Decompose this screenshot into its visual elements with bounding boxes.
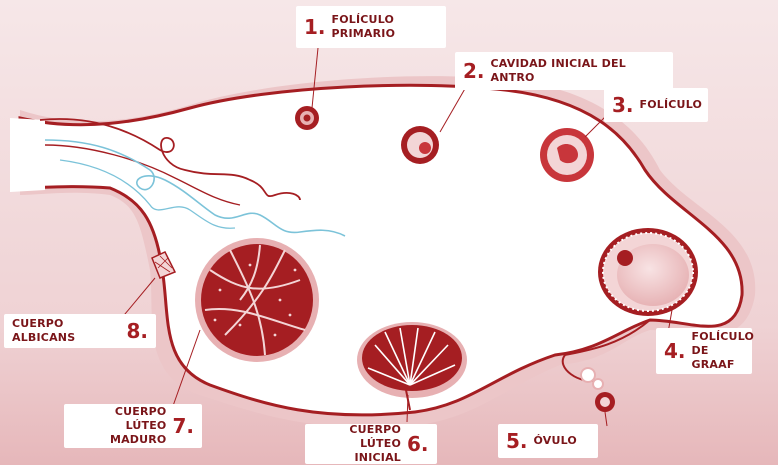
label-mature-corpus-luteum: 7. CUERPO LÚTEO MADURO	[64, 404, 202, 448]
label-text: FOLÍCULO	[640, 98, 703, 112]
label-text: FOLÍCULO PRIMARIO	[332, 13, 438, 41]
label-number: 3.	[612, 93, 634, 117]
graafian-follicle	[598, 228, 698, 316]
label-number: 8.	[126, 319, 148, 343]
label-text: CUERPO LÚTEO MADURO	[72, 405, 166, 447]
label-follicle: 3. FOLÍCULO	[604, 88, 708, 122]
label-text: FOLÍCULO DE GRAAF	[692, 330, 755, 372]
primary-follicle	[295, 106, 319, 130]
label-text: ÓVULO	[534, 434, 577, 448]
early-antrum-follicle	[401, 126, 439, 164]
label-number: 7.	[172, 414, 194, 438]
label-text: CUERPO ALBICANS	[12, 317, 120, 345]
label-number: 2.	[463, 59, 485, 83]
label-primary-follicle: 1. FOLÍCULO PRIMARIO	[296, 6, 446, 48]
label-ovum: 5. ÓVULO	[498, 424, 598, 458]
mature-corpus-luteum	[195, 238, 319, 362]
label-number: 6.	[407, 432, 429, 456]
label-corpus-albicans: 8. CUERPO ALBICANS	[4, 314, 156, 348]
label-early-antrum: 2. CAVIDAD INICIAL DEL ANTRO	[455, 52, 673, 90]
label-text: CUERPO LÚTEO INICIAL	[313, 423, 401, 465]
label-early-corpus-luteum: 6. CUERPO LÚTEO INICIAL	[305, 424, 437, 464]
label-number: 4.	[664, 339, 686, 363]
label-text: CAVIDAD INICIAL DEL ANTRO	[491, 57, 665, 85]
label-number: 5.	[506, 429, 528, 453]
label-graafian-follicle: 4. FOLÍCULO DE GRAAF	[656, 328, 752, 374]
label-number: 1.	[304, 15, 326, 39]
ligament-band	[10, 118, 45, 192]
